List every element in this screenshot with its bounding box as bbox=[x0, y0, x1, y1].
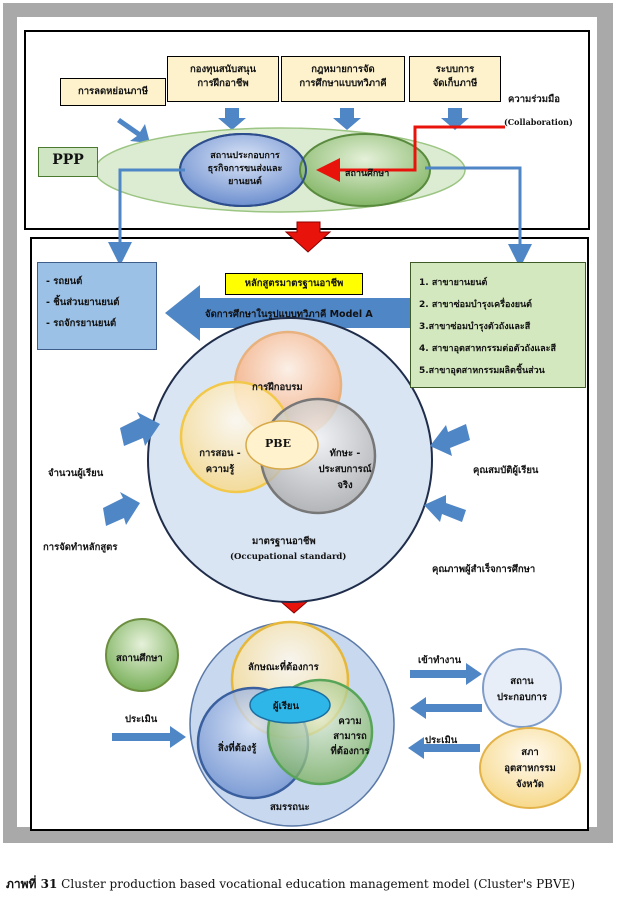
skill-line3: จริง bbox=[337, 480, 353, 491]
industry-council-label: สภา อุตสาหกรรม จังหวัด bbox=[490, 745, 570, 793]
vehicle-type-item: - รถยนต์ bbox=[46, 276, 83, 287]
tax-deduction-box: การลดหย่อนภาษี bbox=[60, 78, 166, 106]
teaching-line1: การสอน - bbox=[199, 448, 241, 459]
major-item: 4. สาขาอุตสาหกรรมต่อตัวถังและสี bbox=[419, 344, 556, 354]
skill-line2: ประสบการณ์ bbox=[318, 464, 372, 475]
dual-law-line2: การศึกษาแบบทวิภาคี bbox=[299, 78, 387, 89]
ability-line3: ที่ต้องการ bbox=[330, 746, 370, 757]
tax-system-box: ระบบการ จัดเก็บภาษี bbox=[409, 56, 501, 102]
vehicle-types-list: - รถยนต์ - ชิ้นส่วนยานยนต์ - รถจักรยานยน… bbox=[37, 262, 157, 350]
major-item: 3.สาขาซ่อมบำรุงตัวถังและสี bbox=[419, 322, 531, 332]
major-item: 2. สาขาซ่อมบำรุงเครื่องยนต์ bbox=[419, 300, 533, 310]
enterprise-circle-text: สถานประกอบการ ธุรกิจการขนส่งและ ยานยนต์ bbox=[190, 150, 300, 189]
council-line3: จังหวัด bbox=[516, 779, 544, 790]
figure-number: ภาพที่ 31 bbox=[6, 877, 58, 891]
majors-list: 1. สาขายานยนต์ 2. สาขาซ่อมบำรุงเครื่องยน… bbox=[410, 262, 586, 388]
enterprise-line1: สถานประกอบการ bbox=[210, 151, 280, 161]
figure-caption-text: Cluster production based vocational educ… bbox=[57, 877, 576, 891]
ability-line1: ความ bbox=[338, 716, 362, 727]
training-fund-line1: กองทุนสนับสนุน bbox=[190, 64, 256, 75]
enterprise-line2: ธุรกิจการขนส่งและ bbox=[207, 164, 283, 174]
collaboration-label: ความร่วมมือ bbox=[508, 94, 560, 105]
enterprise-label: สถาน ประกอบการ bbox=[484, 674, 560, 706]
major-item: 5.สาขาอุตสาหกรรมผลิตชิ้นส่วน bbox=[419, 366, 545, 376]
graduate-quality-label: คุณภาพผู้สำเร็จการศึกษา bbox=[432, 564, 536, 575]
desired-trait-label: ลักษณะที่ต้องการ bbox=[248, 662, 319, 673]
curriculum-development-label: การจัดทำหลักสูตร bbox=[43, 542, 118, 553]
ability-line2: สามารถ bbox=[333, 731, 367, 742]
major-item: 1. สาขายานยนต์ bbox=[419, 278, 488, 288]
assess-right-label: ประเมิน bbox=[425, 735, 458, 746]
occupational-standard-en-label: (Occupational standard) bbox=[230, 552, 347, 562]
council-line1: สภา bbox=[521, 747, 539, 758]
vehicle-type-item: - ชิ้นส่วนยานยนต์ bbox=[46, 297, 120, 308]
teaching-label: การสอน - ความรู้ bbox=[190, 446, 250, 478]
training-label: การฝึกอบรม bbox=[252, 382, 303, 393]
training-fund-box: กองทุนสนับสนุน การฝึกอาชีพ bbox=[167, 56, 279, 102]
student-qualification-label: คุณสมบัติผู้เรียน bbox=[473, 465, 539, 476]
pbe-label: PBE bbox=[265, 437, 291, 450]
top-arrows bbox=[117, 108, 469, 143]
competency-label: สมรรถนะ bbox=[270, 802, 310, 813]
enterprise-label-line1: สถาน bbox=[510, 676, 534, 687]
enterprise-label-line2: ประกอบการ bbox=[497, 692, 547, 703]
ability-label: ความ สามารถ ที่ต้องการ bbox=[318, 714, 382, 759]
curriculum-label: หลักสูตรมาตรฐานอาชีพ bbox=[244, 278, 344, 289]
occupational-standard-label: มาตรฐานอาชีพ bbox=[252, 536, 316, 547]
vehicle-type-item: - รถจักรยานยนต์ bbox=[46, 318, 117, 329]
ppp-box: PPP bbox=[38, 147, 98, 177]
dual-law-line1: กฎหมายการจัด bbox=[311, 64, 375, 75]
student-count-label: จำนวนผู้เรียน bbox=[48, 468, 104, 479]
employment-label: เข้าทำงาน bbox=[418, 655, 462, 666]
figure-caption: ภาพที่ 31 Cluster production based vocat… bbox=[6, 875, 575, 894]
institution-label: สถานศึกษา bbox=[116, 653, 163, 664]
must-know-label: สิ่งที่ต้องรู้ bbox=[218, 743, 257, 754]
teaching-line2: ความรู้ bbox=[205, 464, 235, 475]
learner-label: ผู้เรียน bbox=[273, 701, 299, 712]
tax-system-line2: จัดเก็บภาษี bbox=[432, 78, 478, 89]
skill-line1: ทักษะ - bbox=[329, 448, 361, 459]
tax-system-line1: ระบบการ bbox=[435, 64, 475, 75]
model-a-label: จัดการศึกษาในรูปแบบทวิภาคี Model A bbox=[205, 309, 373, 320]
curriculum-box: หลักสูตรมาตรฐานอาชีพ bbox=[225, 273, 363, 295]
collaboration-en-label: (Collaboration) bbox=[504, 117, 573, 127]
institution-circle-label: สถานศึกษา bbox=[345, 169, 390, 179]
skill-label: ทักษะ - ประสบการณ์ จริง bbox=[310, 446, 380, 494]
tax-deduction-label: การลดหย่อนภาษี bbox=[77, 86, 149, 97]
council-line2: อุตสาหกรรม bbox=[504, 763, 556, 774]
enterprise-line3: ยานยนต์ bbox=[228, 177, 262, 187]
dual-law-box: กฎหมายการจัด การศึกษาแบบทวิภาคี bbox=[281, 56, 405, 102]
assess-left-label: ประเมิน bbox=[125, 714, 158, 725]
ppp-label: PPP bbox=[52, 152, 84, 168]
training-fund-line2: การฝึกอาชีพ bbox=[197, 78, 249, 89]
